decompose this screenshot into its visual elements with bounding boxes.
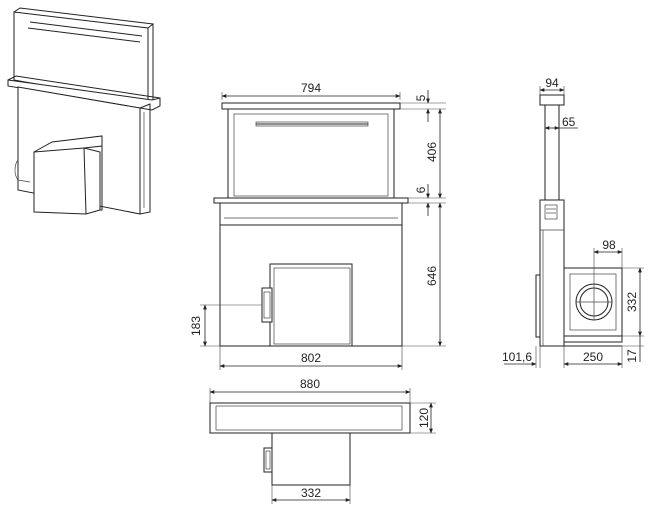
dim-6: 6 <box>414 186 428 193</box>
front-view <box>213 102 409 347</box>
dim-65: 65 <box>562 115 576 129</box>
dim-5: 5 <box>414 94 428 101</box>
dim-880: 880 <box>300 377 320 391</box>
side-view <box>535 94 623 347</box>
front-dimensions: 794 5 406 6 646 183 802 <box>189 81 446 370</box>
dim-120: 120 <box>417 408 431 428</box>
dim-17: 17 <box>625 349 639 363</box>
dim-406: 406 <box>425 142 439 162</box>
dim-332-side: 332 <box>625 292 639 312</box>
top-view <box>209 402 411 486</box>
dim-646: 646 <box>425 266 439 286</box>
dim-794: 794 <box>301 81 321 95</box>
dim-183: 183 <box>189 316 203 336</box>
dim-802: 802 <box>301 351 321 365</box>
side-dimensions: 94 65 98 332 17 101,6 250 <box>502 76 644 368</box>
dim-101-6: 101,6 <box>502 350 532 364</box>
dim-94: 94 <box>545 76 559 90</box>
dim-250: 250 <box>583 350 603 364</box>
isometric-view <box>7 7 161 215</box>
dim-332-top: 332 <box>301 486 321 500</box>
top-dimensions: 880 120 332 <box>209 377 436 504</box>
dim-98: 98 <box>602 238 616 252</box>
